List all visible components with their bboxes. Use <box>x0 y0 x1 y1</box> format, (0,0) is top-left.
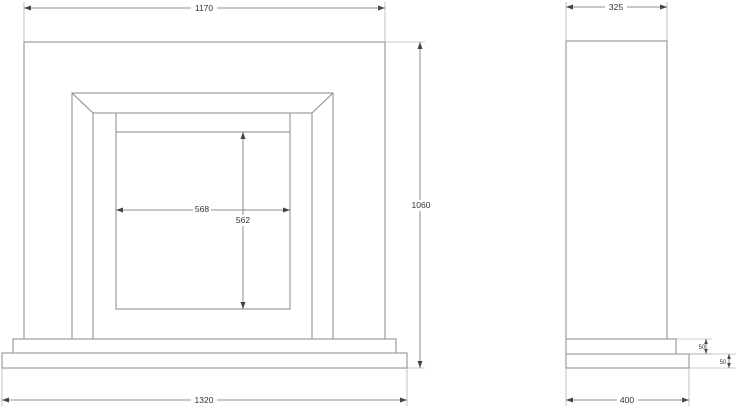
front-height-label: 1060 <box>412 200 431 210</box>
side-body <box>565 40 668 340</box>
hearth-lower <box>1 352 408 369</box>
dimension-side-depth: 325 <box>565 2 668 41</box>
dimension-opening-height: 562 <box>234 132 253 309</box>
base-width-label: 1320 <box>195 395 214 405</box>
dimension-base-width: 1320 <box>1 368 408 406</box>
front-view <box>1 41 408 369</box>
surround-outline <box>23 41 386 340</box>
side-depth-label: 325 <box>609 2 623 12</box>
dimension-hearth-step-upper: 50 <box>676 338 712 355</box>
side-hearth-upper <box>565 338 677 355</box>
opening-width-label: 568 <box>195 204 209 214</box>
frame-outer-edge <box>71 92 334 339</box>
dimension-front-width: 1170 <box>23 2 386 42</box>
frame-bevel <box>71 92 334 114</box>
dimension-hearth-step-lower: 50 <box>689 353 736 369</box>
side-hearth-lower <box>565 353 690 369</box>
side-view <box>565 40 690 369</box>
dimension-front-height: 1060 <box>385 41 431 369</box>
side-base-depth-label: 400 <box>620 395 634 405</box>
dimension-opening-width: 568 <box>116 204 290 215</box>
opening-height-label: 562 <box>236 215 250 225</box>
hearth-step-lower-label: 50 <box>720 360 727 366</box>
hearth-upper <box>12 338 397 354</box>
dimension-side-base-depth: 400 <box>565 368 690 406</box>
hearth-step-upper-label: 50 <box>699 345 706 351</box>
front-width-label: 1170 <box>195 3 214 13</box>
